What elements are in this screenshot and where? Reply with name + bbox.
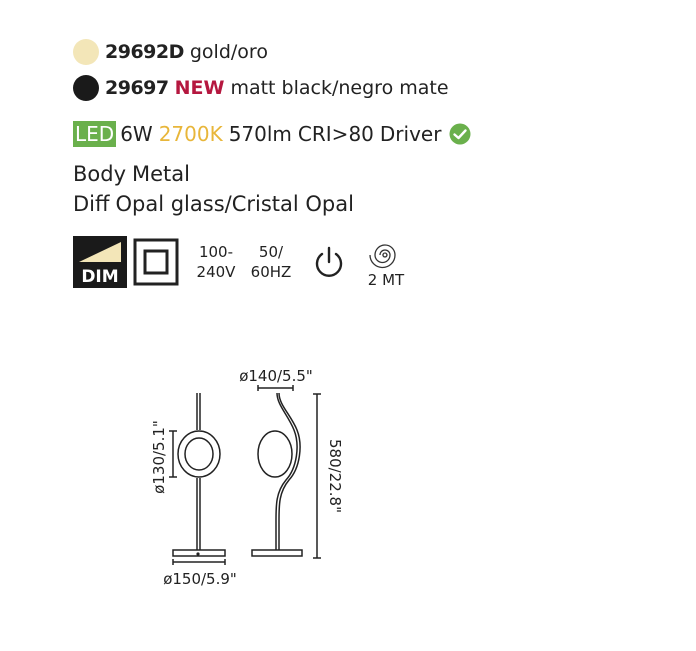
new-badge: NEW bbox=[174, 77, 225, 99]
product-code: 29692D bbox=[105, 41, 184, 63]
base-diameter-label: ø150/5.9" bbox=[163, 570, 237, 588]
voltage-label: 100- 240V bbox=[193, 242, 239, 282]
variant-description: gold/oro bbox=[189, 41, 268, 63]
led-specs: LED 6W 2700K 570lm CRI>80 Driver bbox=[73, 121, 471, 147]
driver: Driver bbox=[379, 122, 442, 146]
frequency-line: 50/ bbox=[258, 243, 284, 261]
front-view bbox=[169, 393, 226, 565]
side-view bbox=[251, 385, 321, 559]
voltage-line: 240V bbox=[196, 263, 236, 281]
color-temperature: 2700K bbox=[158, 122, 223, 146]
dim-label: DIM bbox=[81, 267, 118, 287]
swatch-black bbox=[73, 75, 99, 101]
property-value: Opal glass/Cristal Opal bbox=[115, 192, 354, 216]
lumen: 570lm bbox=[228, 122, 292, 146]
led-badge: LED bbox=[73, 121, 117, 147]
product-code: 29697 bbox=[105, 77, 169, 99]
front-diameter-label: ø130/5.1" bbox=[150, 420, 168, 494]
frequency-line: 60HZ bbox=[250, 263, 292, 281]
height-label: 580/22.8" bbox=[326, 439, 344, 513]
class-ii-icon bbox=[133, 238, 179, 286]
variant-description: matt black/negro mate bbox=[230, 77, 449, 99]
power-switch-icon bbox=[315, 246, 343, 277]
variant-row: 29697 NEW matt black/negro mate bbox=[73, 74, 449, 102]
cri: CRI>80 bbox=[297, 122, 374, 146]
property-value: Metal bbox=[132, 162, 190, 186]
dimmable-icon: DIM bbox=[73, 236, 127, 288]
cable-icon bbox=[369, 244, 396, 269]
voltage-line: 100- bbox=[198, 243, 234, 261]
property-key: Body bbox=[73, 162, 127, 186]
power: 6W bbox=[120, 122, 153, 146]
cable-length-label: 2 MT bbox=[367, 271, 405, 289]
frequency-label: 50/ 60HZ bbox=[247, 242, 295, 282]
swatch-gold bbox=[73, 39, 99, 65]
top-diameter-label: ø140/5.5" bbox=[239, 367, 313, 385]
variant-row: 29692D gold/oro bbox=[73, 38, 268, 66]
check-icon bbox=[449, 123, 471, 145]
property-key: Diff bbox=[73, 192, 110, 216]
